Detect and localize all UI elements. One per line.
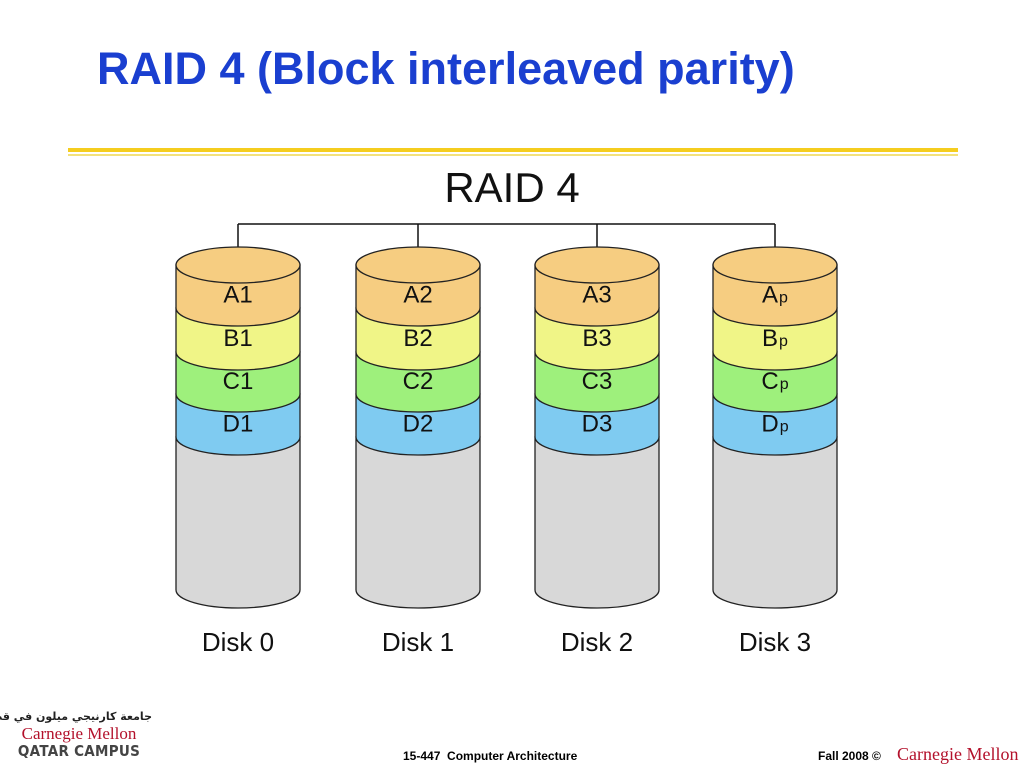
title-divider [68, 148, 958, 156]
disk-top [355, 246, 481, 284]
disk-label: Disk 0 [202, 627, 274, 657]
disk-top [712, 246, 838, 284]
disk-free-space [175, 436, 301, 609]
block-label: Dp [761, 411, 788, 438]
controller-bus [237, 223, 776, 268]
diagram-heading: RAID 4 [444, 164, 579, 211]
block-label: A1 [223, 282, 252, 309]
logo-campus: QATAR CAMPUS [17, 742, 141, 760]
cmu-qatar-logo: جامعة كارنيجي ميلون في قطر Carnegie Mell… [0, 710, 152, 760]
block-label: B3 [582, 325, 611, 352]
block-label: C3 [582, 368, 613, 395]
logo-name: Carnegie Mellon [21, 724, 137, 743]
footer-term: Fall 2008 © [818, 749, 881, 763]
disk-top [175, 246, 301, 284]
block-label: D1 [223, 411, 254, 438]
disk-label: Disk 3 [739, 627, 811, 657]
block-label: C1 [223, 368, 254, 395]
disk-label: Disk 1 [382, 627, 454, 657]
disk-free-space [534, 436, 660, 609]
block-label: C2 [403, 368, 434, 395]
block-label: D3 [582, 411, 613, 438]
disk-free-space [355, 436, 481, 609]
logo-arabic-text: جامعة كارنيجي ميلون في قطر [0, 710, 152, 723]
block-label: Cp [761, 368, 788, 395]
block-label: B1 [223, 325, 252, 352]
slide-title: RAID 4 (Block interleaved parity) [97, 43, 795, 94]
block-label: Ap [762, 282, 788, 309]
block-label: B2 [403, 325, 432, 352]
block-label: Bp [762, 325, 788, 352]
disk-free-space [712, 436, 838, 609]
footer-brand-logo: Carnegie Mellon [897, 744, 1019, 764]
block-label: A2 [403, 282, 432, 309]
disk-top [534, 246, 660, 284]
footer-course: 15-447 Computer Architecture [403, 749, 578, 763]
block-label: A3 [582, 282, 611, 309]
block-label: D2 [403, 411, 434, 438]
disk-label: Disk 2 [561, 627, 633, 657]
